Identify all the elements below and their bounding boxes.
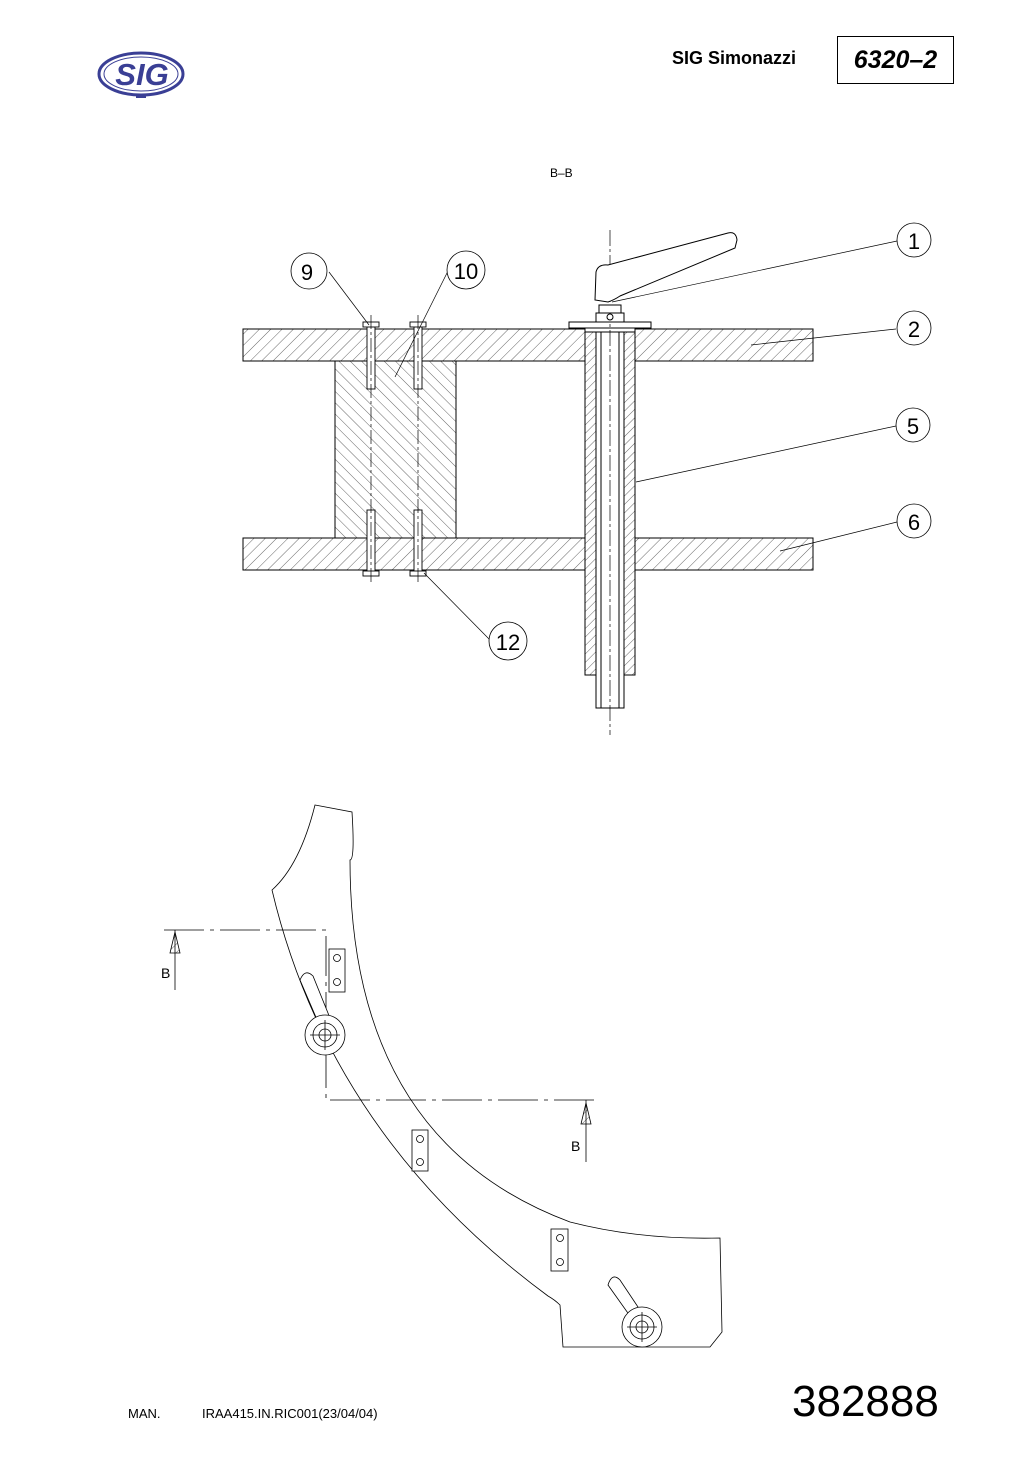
svg-text:5: 5 xyxy=(907,414,919,439)
upper-plate xyxy=(242,328,814,362)
section-title: B–B xyxy=(550,166,573,180)
callout-9: 9 xyxy=(290,252,328,290)
section-marker-label: B xyxy=(161,965,170,981)
svg-text:2: 2 xyxy=(908,317,920,342)
svg-text:10: 10 xyxy=(454,259,478,284)
doc-number: 6320–2 xyxy=(853,45,938,74)
curved-guide-plan xyxy=(271,804,723,1348)
svg-text:9: 9 xyxy=(301,260,313,285)
spacer-block xyxy=(334,360,457,539)
sig-logo: SIG xyxy=(96,50,188,102)
doc-number-box: 6320–2 xyxy=(837,36,954,84)
section-marker-label: B xyxy=(571,1138,580,1154)
lever-handles-plan xyxy=(299,972,663,1348)
section-line xyxy=(164,929,597,1162)
svg-text:12: 12 xyxy=(496,630,520,655)
callout-10: 10 xyxy=(446,250,486,290)
callout-leaders xyxy=(328,240,898,641)
brand-name: SIG Simonazzi xyxy=(672,48,797,68)
part-number: 382888 xyxy=(792,1377,939,1426)
lower-plate xyxy=(242,537,814,571)
callout-12: 12 xyxy=(488,621,528,661)
clamp-lever xyxy=(594,232,738,323)
svg-text:SIG: SIG xyxy=(115,57,168,92)
man-label: MAN. xyxy=(128,1406,161,1421)
reference-code: IRAA415.IN.RIC001(23/04/04) xyxy=(202,1406,378,1421)
callout-5: 5 xyxy=(895,407,931,443)
svg-text:1: 1 xyxy=(908,229,920,254)
callout-1: 1 xyxy=(896,222,932,258)
callout-6: 6 xyxy=(896,503,932,539)
callout-2: 2 xyxy=(896,310,932,346)
svg-text:6: 6 xyxy=(908,510,920,535)
clip-plates xyxy=(328,948,569,1272)
